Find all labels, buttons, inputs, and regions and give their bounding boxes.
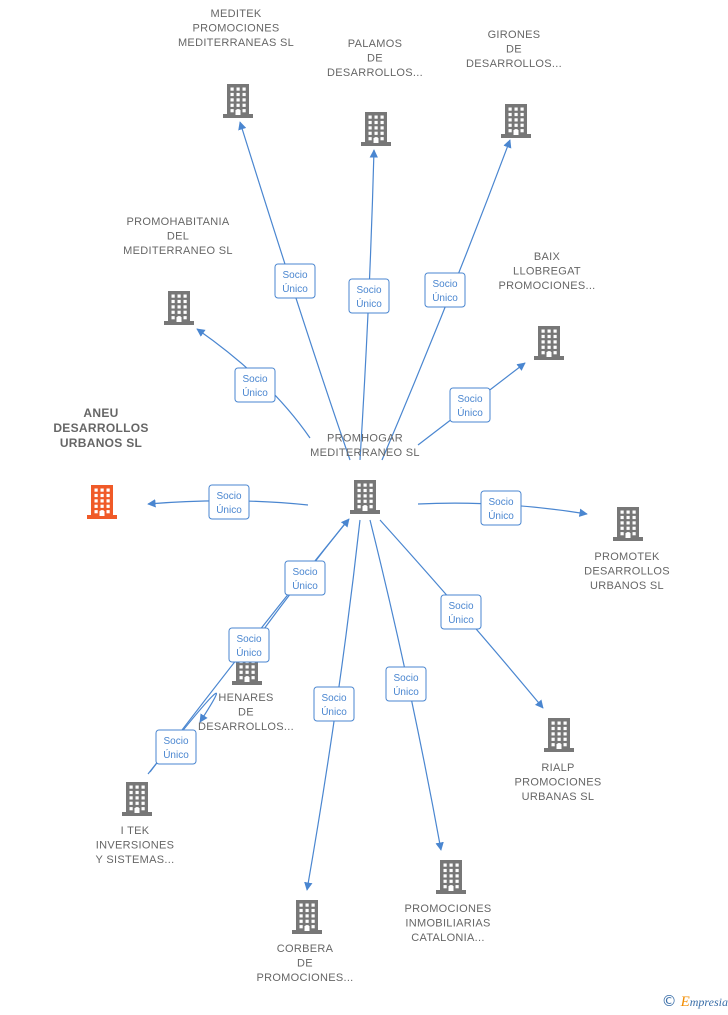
copyright-icon: © <box>661 992 677 1010</box>
building-icon-baix[interactable] <box>534 326 564 360</box>
building-icon-girones[interactable] <box>501 104 531 138</box>
building-icon-meditek[interactable] <box>223 84 253 118</box>
building-icon-center[interactable] <box>350 480 380 514</box>
building-icon-corbera[interactable] <box>292 900 322 934</box>
building-icon-catalonia[interactable] <box>436 860 466 894</box>
footer-brand: ©Empresia <box>662 992 728 1011</box>
building-icon-aneu[interactable] <box>87 485 117 519</box>
building-icon-promotek[interactable] <box>613 507 643 541</box>
brand-initial: E <box>680 994 690 1010</box>
building-icon-promohabitania[interactable] <box>164 291 194 325</box>
edge-meditek <box>238 121 351 461</box>
building-icon-rialp[interactable] <box>544 718 574 752</box>
building-icon-palamos[interactable] <box>361 112 391 146</box>
building-icon-itek[interactable] <box>122 782 152 816</box>
brand-name: mpresia <box>689 995 728 1009</box>
